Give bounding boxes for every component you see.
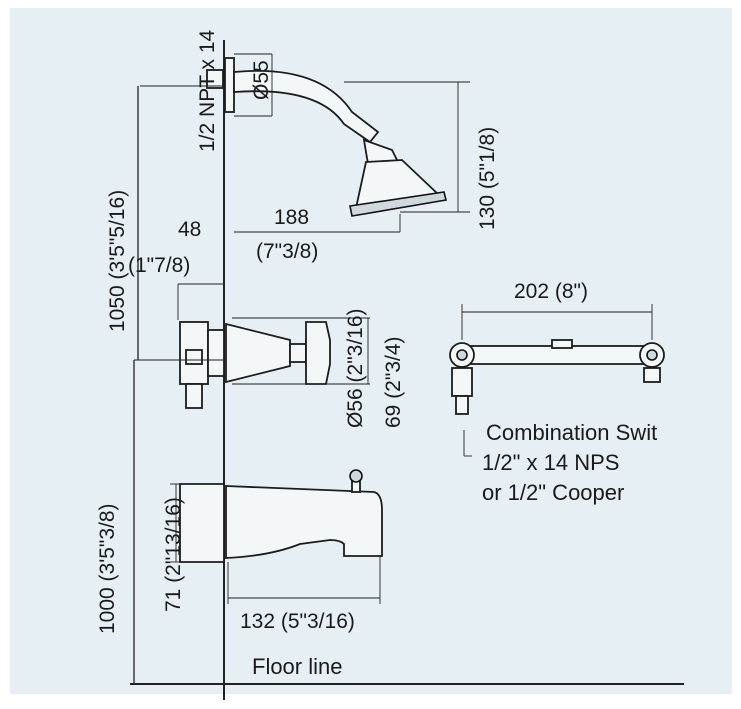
label-h71: 71 (2"13/16) [162, 497, 185, 612]
label-arm188-in: (7"3/8) [256, 240, 318, 263]
shower-head [206, 57, 447, 217]
switch-right-leg [643, 367, 661, 383]
tub-spout [179, 469, 383, 563]
label-d48-in: (1"7/8) [128, 254, 190, 277]
label-h1050: 1050 (3'5"5/16) [106, 190, 129, 332]
label-h1000: 1000 (3'5"3/8) [96, 503, 119, 634]
label-arm188: 188 [274, 206, 309, 229]
label-combo-line2: 1/2" x 14 NPS [482, 450, 619, 475]
label-combo-line1: Combination Swit [486, 420, 657, 445]
switch-left-leg [451, 367, 473, 397]
spout-body [225, 485, 383, 559]
valve-handle [305, 321, 331, 385]
shower-flange [224, 57, 235, 113]
label-dia56: Ø56 (2"3/16) [344, 308, 367, 428]
label-h130: 130 (5"1/8) [476, 127, 499, 230]
label-d48: 48 [178, 218, 201, 241]
shower-nipple [206, 69, 224, 89]
diverter-knob [349, 469, 363, 483]
label-dia55: Ø55 [250, 60, 273, 100]
label-h69: 69 (2"3/4) [382, 336, 405, 428]
spout-flange [179, 483, 225, 563]
valve-port [185, 349, 203, 365]
label-w202: 202 (8") [514, 280, 588, 303]
shower-face [349, 191, 447, 217]
label-thread: 1/2 NPT x 14 [196, 30, 219, 152]
label-floor-line: Floor line [252, 654, 342, 679]
valve-cartridge [207, 329, 225, 377]
label-w132: 132 (5"3/16) [240, 610, 355, 633]
valve-bottom-port [185, 383, 203, 409]
valve-stem [289, 343, 307, 363]
valve-escutcheon [225, 322, 291, 384]
switch-boss [551, 339, 573, 349]
label-combo-line3: or 1/2" Cooper [482, 480, 624, 505]
combination-switch [449, 339, 665, 415]
mixing-valve [179, 321, 331, 409]
